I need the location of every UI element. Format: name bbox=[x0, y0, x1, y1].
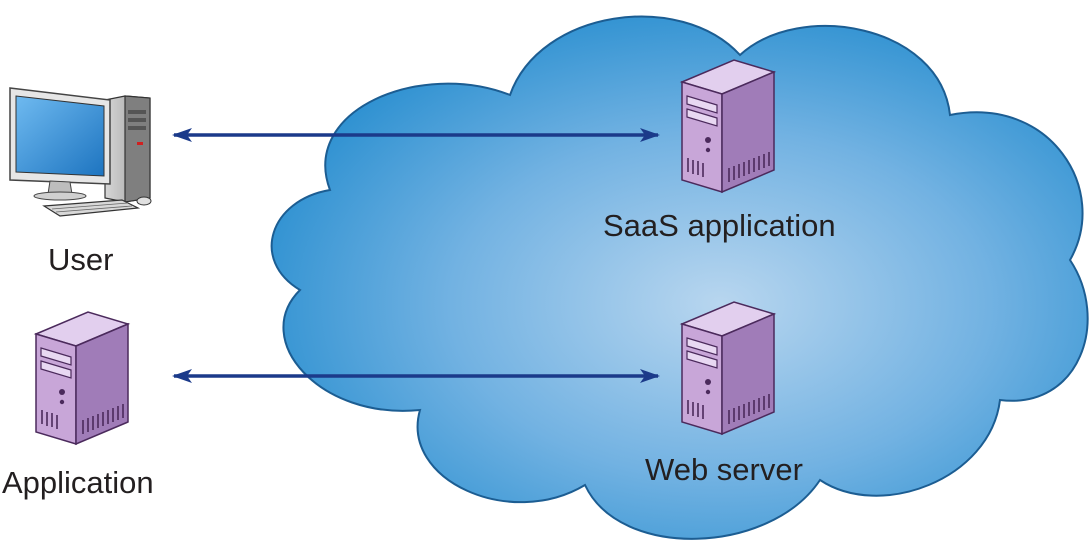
user-label: User bbox=[48, 242, 114, 277]
desktop-computer-icon bbox=[9, 87, 152, 217]
saas-application-label: SaaS application bbox=[603, 208, 836, 243]
web-server-label: Web server bbox=[645, 452, 803, 487]
cloud-shape bbox=[270, 15, 1089, 540]
application-server-icon bbox=[35, 311, 129, 445]
saas-server-icon bbox=[681, 59, 775, 193]
application-label: Application bbox=[2, 465, 154, 500]
web-server-icon bbox=[681, 301, 775, 435]
